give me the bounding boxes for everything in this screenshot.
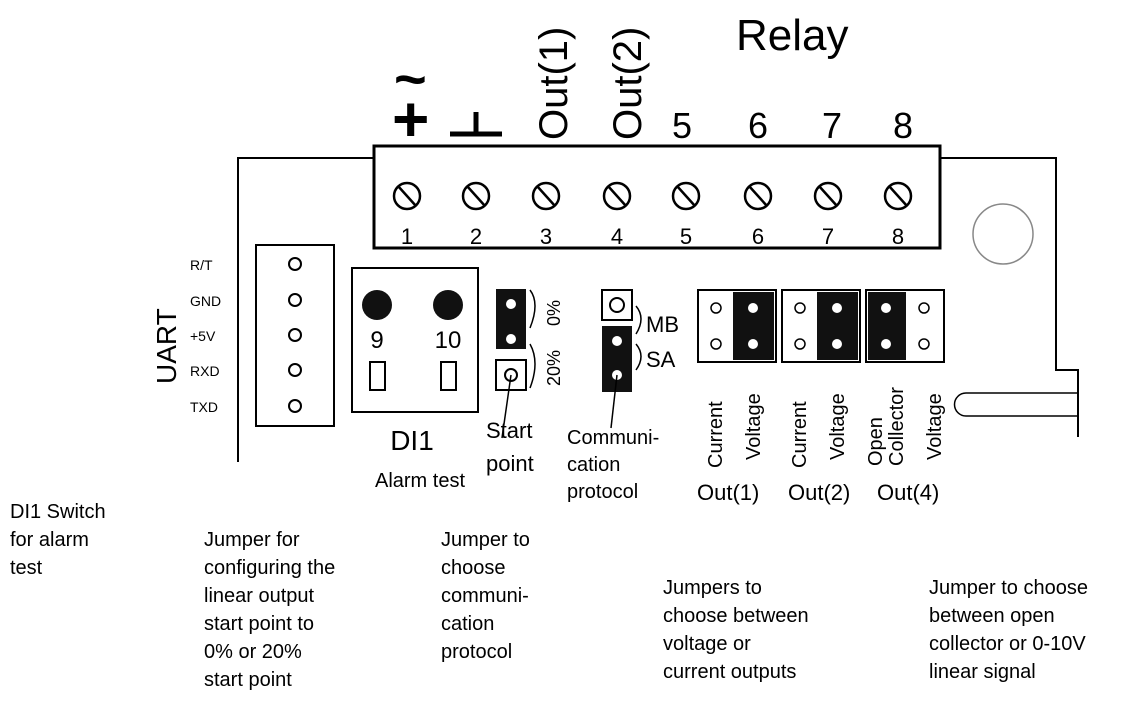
terminal-num-2: 2 xyxy=(470,224,482,249)
terminal-screw-5 xyxy=(671,181,701,211)
header-num-5: 5 xyxy=(672,105,692,146)
out4-open-label: Open xyxy=(865,417,887,466)
terminal-screws xyxy=(392,181,913,211)
terminal-screw-6 xyxy=(743,181,773,211)
startpoint-label-1: Start xyxy=(486,418,532,443)
out2-voltage-label: Voltage xyxy=(827,393,849,460)
header-num-6: 6 xyxy=(748,105,768,146)
uart-pin-labels: R/T GND +5V RXD TXD xyxy=(190,257,221,415)
uart-pin-rt: R/T xyxy=(190,257,213,273)
startpoint-bracket-20 xyxy=(529,343,536,389)
startpoint-pct-0: 0% xyxy=(544,300,564,326)
uart-pins xyxy=(288,257,302,413)
terminal-num-6: 6 xyxy=(752,224,764,249)
di1-pad-9 xyxy=(369,361,386,391)
out1-header: Out(1) xyxy=(532,27,576,140)
protocol-jumper-lower xyxy=(602,326,632,392)
out1-jumper xyxy=(697,289,777,363)
di1-num-9: 9 xyxy=(370,327,383,354)
protocol-label-2: cation xyxy=(567,454,620,476)
out2-current-label: Current xyxy=(789,401,811,468)
terminal-screw-4 xyxy=(602,181,632,211)
header-num-7: 7 xyxy=(822,105,842,146)
uart-pin-rxd: RXD xyxy=(190,363,220,379)
startpoint-leader xyxy=(501,374,512,439)
out2-jumper xyxy=(781,289,861,363)
uart-pin-txd: TXD xyxy=(190,399,218,415)
terminal-num-5: 5 xyxy=(680,224,692,249)
di1-button-10 xyxy=(433,290,463,320)
di1-subtitle: Alarm test xyxy=(375,470,465,492)
terminal-screw-8 xyxy=(883,181,913,211)
mounting-hole xyxy=(972,203,1034,265)
protocol-bracket-mb xyxy=(635,305,642,335)
uart-label: UART xyxy=(151,308,182,384)
di1-pad-10 xyxy=(440,361,457,391)
caption-startpoint-jumper: Jumper for configuring the linear output… xyxy=(204,529,336,691)
protocol-bracket-sa xyxy=(635,343,642,371)
out1-current-label: Current xyxy=(705,401,727,468)
terminal-num-8: 8 xyxy=(892,224,904,249)
out1-bottom-label: Out(1) xyxy=(697,480,759,505)
tilde-label: ~ xyxy=(394,47,427,110)
caption-voltage-current-jumpers: Jumpers to choose between voltage or cur… xyxy=(663,577,809,683)
out4-bottom-label: Out(4) xyxy=(877,480,939,505)
terminal-screw-2 xyxy=(461,181,491,211)
out4-collector-label: Collector xyxy=(886,387,908,466)
uart-pin-gnd: GND xyxy=(190,293,221,309)
terminal-screw-3 xyxy=(531,181,561,211)
relay-label: Relay xyxy=(736,11,849,60)
protocol-leader xyxy=(610,374,618,429)
out4-jumper xyxy=(865,289,945,363)
out4-voltage-label: Voltage xyxy=(924,393,946,460)
di1-button-9 xyxy=(362,290,392,320)
out2-bottom-label: Out(2) xyxy=(788,480,850,505)
terminal-num-3: 3 xyxy=(540,224,552,249)
board-notch xyxy=(953,392,1078,417)
startpoint-label-2: point xyxy=(486,451,534,476)
terminal-num-1: 1 xyxy=(401,224,413,249)
terminal-numbers: 1 2 3 4 5 6 7 8 xyxy=(401,224,904,249)
terminal-screw-1 xyxy=(392,181,422,211)
caption-protocol-jumper: Jumper to choose communi- cation protoco… xyxy=(441,529,530,663)
protocol-label-1: Communi- xyxy=(567,427,659,449)
caption-di1-switch: DI1 Switch for alarm test xyxy=(10,501,106,579)
terminal-screw-7 xyxy=(813,181,843,211)
di1-num-10: 10 xyxy=(435,327,462,354)
plus-label: + xyxy=(392,83,429,155)
caption-open-collector-jumper: Jumper to choose between open collector … xyxy=(929,577,1088,683)
protocol-mb: MB xyxy=(646,312,679,337)
terminal-num-4: 4 xyxy=(611,224,623,249)
protocol-label-3: protocol xyxy=(567,481,638,503)
terminal-num-7: 7 xyxy=(822,224,834,249)
terminal-block xyxy=(372,144,942,250)
protocol-sa: SA xyxy=(646,347,676,372)
startpoint-pct-20: 20% xyxy=(544,350,564,386)
output-vertical-labels: Current Voltage Current Voltage Open Col… xyxy=(705,387,946,468)
di1-title: DI1 xyxy=(390,425,434,456)
startpoint-bracket-0 xyxy=(529,289,536,329)
ground-symbol xyxy=(450,112,502,137)
out2-header: Out(2) xyxy=(606,27,650,140)
uart-pin-5v: +5V xyxy=(190,328,216,344)
out1-voltage-label: Voltage xyxy=(743,393,765,460)
header-num-8: 8 xyxy=(893,105,913,146)
